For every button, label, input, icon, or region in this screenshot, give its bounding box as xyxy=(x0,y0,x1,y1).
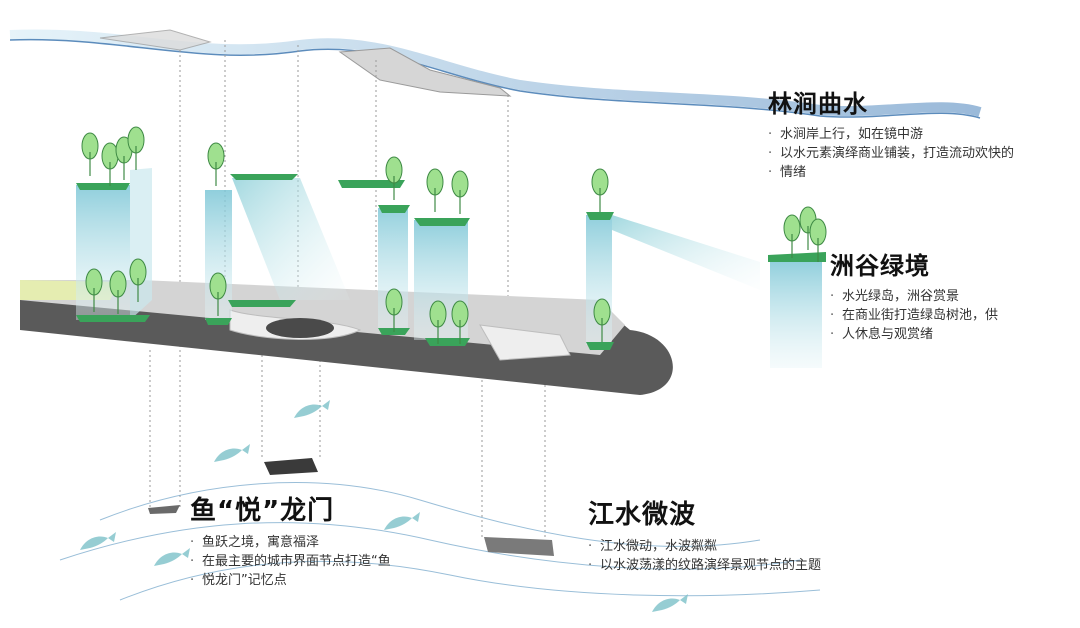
tree-icon xyxy=(81,132,99,176)
fish-icon xyxy=(80,532,116,550)
node-sculpture-icon xyxy=(148,505,180,514)
bullet-text: 悦龙门”记忆点 xyxy=(190,571,391,590)
tree-icon xyxy=(127,126,145,170)
node-bullets: 水涧岸上行，如在镜中游 以水元素演绎商业铺装，打造流动欢快的 情绪 xyxy=(768,125,1014,182)
node-sculpture-icon xyxy=(484,537,554,556)
street-deck xyxy=(20,280,673,395)
bullet-text: 水涧岸上行，如在镜中游 xyxy=(768,125,1014,144)
fish-icon xyxy=(214,444,250,462)
tree-icon xyxy=(426,168,444,212)
node-linjian: 林涧曲水 水涧岸上行，如在镜中游 以水元素演绎商业铺装，打造流动欢快的 情绪 xyxy=(768,84,1014,182)
fish-icon xyxy=(294,400,330,418)
bullet-text: 鱼跃之境，寓意福泽 xyxy=(190,533,391,552)
tree-icon xyxy=(385,156,403,200)
node-sculptures xyxy=(148,458,554,556)
bullet-text: 以水元素演绎商业铺装，打造流动欢快的 xyxy=(768,144,1014,163)
bullet-text: 情绪 xyxy=(768,163,1014,182)
tree-icon xyxy=(591,168,609,212)
node-bullets: 水光绿岛，洲谷赏景 在商业街打造绿岛树池，供 人休息与观赏绪 xyxy=(830,287,998,344)
node-title: 洲谷绿境 xyxy=(830,252,930,280)
node-title: 林涧曲水 xyxy=(768,90,868,118)
node-bullets: 鱼跃之境，寓意福泽 在最主要的城市界面节点打造“鱼 悦龙门”记忆点 xyxy=(190,533,391,590)
node-sculpture-icon xyxy=(264,458,318,475)
node-title: 江水微波 xyxy=(588,500,697,530)
fish-icon xyxy=(652,594,688,612)
tree-icon xyxy=(451,170,469,214)
green-platforms xyxy=(76,174,826,350)
node-bullets: 江水微动，水波粼粼 以水波荡漾的纹路演绎景观节点的主题 xyxy=(588,537,821,575)
node-title: 鱼“悦”龙门 xyxy=(190,496,335,526)
bullet-text: 在最主要的城市界面节点打造“鱼 xyxy=(190,552,391,571)
bullet-text: 水光绿岛，洲谷赏景 xyxy=(830,287,998,306)
bullet-text: 在商业街打造绿岛树池，供 xyxy=(830,306,998,325)
water-ribbon xyxy=(9,29,982,119)
bullet-text: 以水波荡漾的纹路演绎景观节点的主题 xyxy=(588,556,821,575)
node-jiangshui: 江水微波 江水微动，水波粼粼 以水波荡漾的纹路演绎景观节点的主题 xyxy=(588,494,821,575)
node-zhougu: 洲谷绿境 水光绿岛，洲谷赏景 在商业街打造绿岛树池，供 人休息与观赏绪 xyxy=(830,246,998,344)
bullet-text: 人休息与观赏绪 xyxy=(830,325,998,344)
node-yuyue: 鱼“悦”龙门 鱼跃之境，寓意福泽 在最主要的城市界面节点打造“鱼 悦龙门”记忆点 xyxy=(190,490,391,590)
bullet-text: 江水微动，水波粼粼 xyxy=(588,537,821,556)
tree-icon xyxy=(207,142,225,186)
tree-icon xyxy=(783,214,801,258)
fish-icon xyxy=(154,548,190,566)
